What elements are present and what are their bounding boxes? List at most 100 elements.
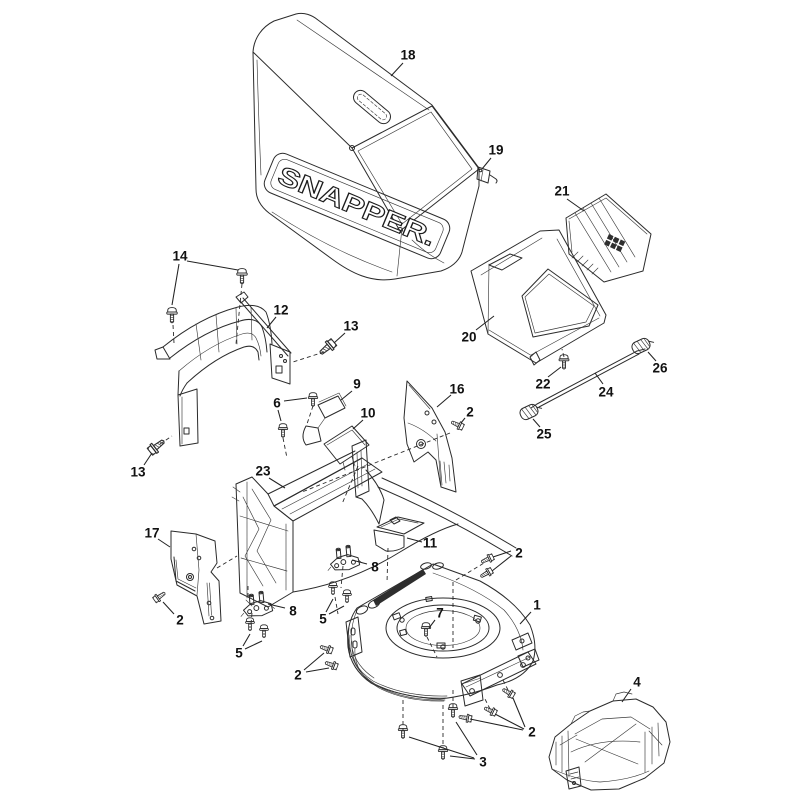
screw-icon [151,589,168,604]
part-2-screw-upper [449,417,466,432]
leader-line [352,419,364,430]
leader-line [283,397,308,402]
leader-line [491,555,512,572]
leader-line [408,736,475,759]
part-2-screws [151,552,517,724]
leader-line [512,697,526,728]
part-4-cover [548,691,671,791]
leader-line [157,538,171,548]
part-label-26: 26 [652,361,668,376]
part-26-spring [629,334,656,356]
bolt-icon [259,624,269,639]
leader-line [481,157,492,170]
leader-line [351,559,368,565]
bracket-icon [325,543,363,572]
bolt-icon [342,589,352,604]
bolt-icon [236,268,248,285]
screw-icon [500,685,517,700]
part-label-8: 8 [289,604,297,619]
part-label-16: 16 [449,382,465,397]
part-label-25: 25 [536,427,552,442]
bolt-icon [166,307,178,324]
part-24-rod [530,348,646,409]
bolt-icon [277,423,289,438]
leader-line [242,633,251,647]
part-label-9: 9 [353,377,361,392]
leader-line [460,417,466,424]
leader-line [143,452,153,466]
part-label-2: 2 [515,546,523,561]
part-9-bracket [302,392,347,446]
bolt-icon [307,392,319,407]
part-label-2: 2 [528,725,536,740]
part-19-latch [476,166,498,184]
leader-line [519,611,532,625]
bolt-icon [245,617,255,632]
leader-line [171,263,180,306]
part-label-18: 18 [400,48,416,63]
part-label-3: 3 [479,755,487,770]
part-1-deck [345,562,540,707]
part-label-19: 19 [488,143,503,158]
part-label-2: 2 [466,405,474,420]
leader-line [340,390,353,401]
part-label-11: 11 [423,536,438,551]
part-3-bolts [397,703,459,760]
screw-icon [316,337,338,359]
part-label-8: 8 [371,560,379,575]
part-label-21: 21 [554,184,570,199]
leader-line [449,755,476,760]
leader-line [325,598,334,613]
leader-line [469,718,524,731]
part-label-7: 7 [436,606,444,621]
leader-line [186,260,239,271]
leader-line [455,721,478,756]
snapper-logo: SNAPPER. [263,152,451,260]
part-label-6: 6 [273,396,281,411]
screw-icon [318,642,335,656]
leader-line [333,332,346,344]
leader-line [621,688,632,703]
part-label-22: 22 [535,377,550,392]
leader-line [475,315,495,331]
screw-icon [482,703,499,718]
leader-line [328,605,345,615]
leader-line [594,372,604,385]
part-label-17: 17 [144,526,159,541]
snapper-logo-text: SNAPPER. [274,160,441,252]
part-label-24: 24 [598,385,614,400]
part-label-14: 14 [172,249,188,264]
part-label-5: 5 [235,646,243,661]
screw-icon [145,436,168,457]
part-12-rear-bracket [154,291,292,447]
screw-icon [457,712,473,724]
leader-line [647,351,657,362]
leader-line [267,603,286,609]
part-label-5: 5 [319,612,327,627]
assembly-alignment-lines [159,283,565,748]
screw-icon [449,417,466,432]
bolt-icon [397,724,409,739]
leader-line [436,394,452,408]
part-label-12: 12 [273,303,288,318]
spring-icon [517,400,544,422]
part-5-bolts [245,581,352,639]
part-25-spring [517,400,544,422]
part-label-20: 20 [461,330,476,345]
leader-line [428,619,436,629]
part-label-10: 10 [360,406,375,421]
part-16-side-plate [403,380,457,493]
part-label-2: 2 [294,668,302,683]
part-label-13: 13 [130,465,146,480]
part-label-4: 4 [633,675,641,690]
leader-line [266,316,277,329]
part-label-2: 2 [176,613,184,628]
leader-line [305,667,330,673]
leader-line [532,418,541,428]
leader-line [390,62,404,77]
part-14-bolts [166,268,248,324]
part-18-grass-bag: SNAPPER. [252,12,480,281]
